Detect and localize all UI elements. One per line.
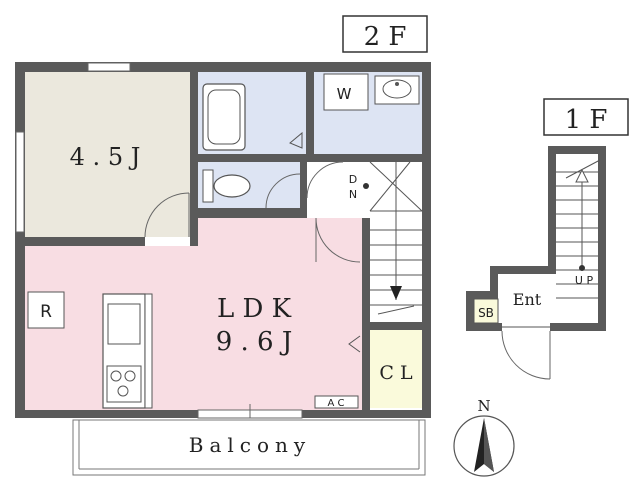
- closet-label: C L: [379, 362, 413, 384]
- stove-icon: [106, 365, 142, 403]
- window-west: [15, 131, 25, 233]
- entrance-label: Ent: [513, 290, 542, 309]
- kitchen-counter: [102, 293, 146, 409]
- down-label-d: D: [349, 173, 357, 186]
- kitchen-sink-icon: [107, 303, 141, 345]
- western-room-floor: [25, 72, 190, 237]
- western-room-size: 4 . 5 J: [70, 143, 141, 171]
- aircon-box: [314, 395, 359, 409]
- floor-label-1f: 1 F: [565, 105, 608, 135]
- balcony-label: Balcony: [189, 433, 311, 457]
- floor-label-2f-box: [342, 15, 428, 53]
- ldk-floor: [25, 218, 362, 410]
- interior-walls-2f: [25, 72, 422, 410]
- down-dot: [363, 183, 369, 189]
- fridge-box: [27, 291, 65, 329]
- up-dot: [579, 265, 585, 271]
- ldk-size: 9 . 6 J: [216, 327, 293, 357]
- compass-north-label: N: [477, 397, 490, 415]
- stair-up-arrow: [575, 168, 589, 183]
- ldk-door-arc: [315, 217, 361, 263]
- ldk-name: L D K: [217, 294, 292, 324]
- washer-box: [323, 73, 369, 111]
- closet-door-mark: [348, 335, 361, 353]
- north-compass: [453, 415, 515, 477]
- toilet-icon: [202, 169, 214, 203]
- down-label-n: N: [349, 188, 357, 201]
- shoe-box-floor: [473, 298, 499, 324]
- up-label: U P: [575, 274, 594, 287]
- staircase-1f: [556, 159, 601, 299]
- western-door-arc: [144, 192, 190, 238]
- fridge-label: R: [40, 302, 52, 322]
- hall-door-arc: [306, 161, 344, 199]
- bath-door-icon: [289, 131, 303, 149]
- walls-1f: [466, 146, 606, 331]
- bathtub-icon: [202, 83, 246, 151]
- stair-down-arrow: [390, 286, 402, 300]
- toilet-door-arc: [265, 173, 301, 209]
- shoe-box-label: SB: [478, 306, 494, 320]
- window-north: [87, 62, 131, 72]
- aircon-label: A C: [327, 398, 344, 409]
- washer-label: W: [337, 85, 352, 103]
- closet-floor: [370, 330, 422, 408]
- floor-label-1f-box: [543, 98, 629, 136]
- entrance-door-arc: [501, 330, 551, 380]
- sink-icon: [374, 75, 420, 105]
- staircase-2f: [369, 161, 423, 315]
- balcony-outline: [72, 419, 426, 476]
- floor-label-2f: 2 F: [364, 22, 407, 52]
